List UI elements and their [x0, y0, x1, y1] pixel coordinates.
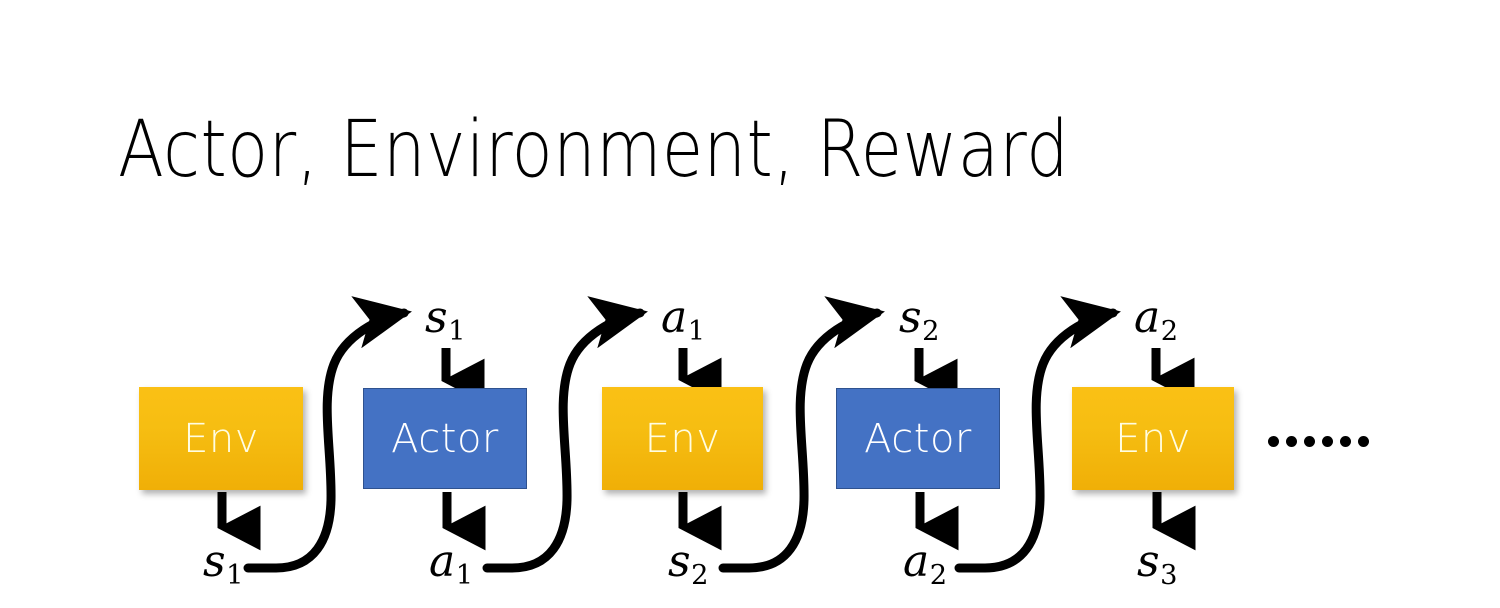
- ellipsis-dot: [1358, 436, 1369, 447]
- ellipsis-dot: [1322, 436, 1333, 447]
- arrows-out-of-boxes: [217, 492, 1196, 551]
- symbol: a: [429, 536, 456, 587]
- ellipsis-dots: [1268, 436, 1369, 447]
- node-actor-1[interactable]: Actor: [363, 388, 527, 489]
- symbol: a: [661, 292, 688, 343]
- node-env-3[interactable]: Env: [1072, 387, 1234, 490]
- label-input-s1: s1: [425, 296, 466, 348]
- label-output-s1: s1: [203, 540, 244, 592]
- symbol: a: [1134, 292, 1161, 343]
- subscript: 1: [455, 560, 474, 592]
- subscript: 1: [226, 560, 244, 592]
- label-output-a2: a2: [903, 540, 948, 592]
- symbol: s: [203, 536, 226, 587]
- label-input-a1: a1: [661, 296, 706, 348]
- label-input-a2: a2: [1134, 296, 1179, 348]
- arrows-into-boxes: [441, 348, 1195, 404]
- ellipsis-dot: [1304, 436, 1315, 447]
- subscript: 2: [929, 560, 948, 592]
- node-env-1[interactable]: Env: [139, 387, 303, 490]
- subscript: 2: [1160, 316, 1179, 348]
- node-label: Env: [644, 415, 721, 462]
- node-label: Env: [1115, 415, 1191, 462]
- ellipsis-dot: [1286, 436, 1297, 447]
- subscript: 1: [687, 316, 706, 348]
- symbol: s: [1137, 536, 1160, 587]
- node-label: Actor: [391, 415, 499, 462]
- subscript: 1: [448, 316, 466, 348]
- symbol: a: [903, 536, 930, 587]
- label-output-a1: a1: [429, 540, 474, 592]
- ellipsis-dot: [1268, 436, 1279, 447]
- label-input-s2: s2: [899, 296, 940, 348]
- page-title: Actor, Environment, Reward: [118, 105, 1070, 195]
- node-actor-2[interactable]: Actor: [836, 388, 1000, 489]
- node-env-2[interactable]: Env: [602, 387, 763, 490]
- subscript: 2: [691, 560, 709, 592]
- symbol: s: [899, 292, 922, 343]
- subscript: 2: [922, 316, 940, 348]
- node-label: Env: [183, 415, 259, 462]
- label-output-s2: s2: [668, 540, 709, 592]
- symbol: s: [425, 292, 448, 343]
- subscript: 3: [1160, 560, 1178, 592]
- symbol: s: [668, 536, 691, 587]
- node-label: Actor: [864, 415, 972, 462]
- label-output-s3: s3: [1137, 540, 1178, 592]
- ellipsis-dot: [1340, 436, 1351, 447]
